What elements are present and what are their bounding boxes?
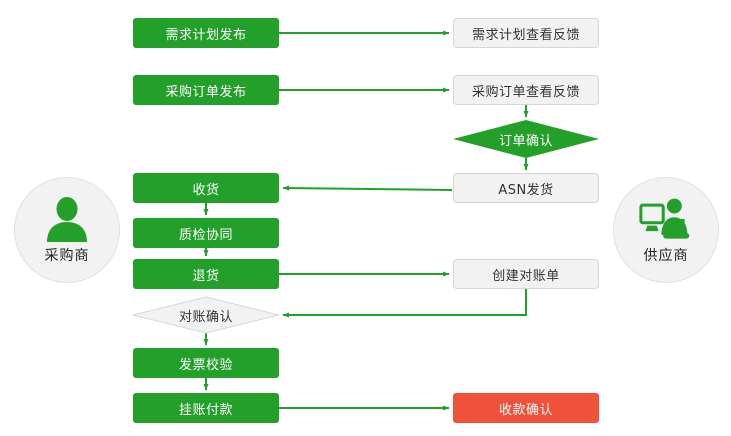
node-qc-collab[interactable]: 质检协同 (133, 218, 279, 248)
order-confirm-diamond[interactable] (453, 120, 599, 158)
node-invoice-check[interactable]: 发票校验 (133, 348, 279, 378)
node-return-goods[interactable]: 退货 (133, 259, 279, 289)
node-demand-plan-publish[interactable]: 需求计划发布 (133, 18, 279, 48)
node-create-statement[interactable]: 创建对账单 (453, 259, 599, 289)
node-demand-plan-feedback[interactable]: 需求计划查看反馈 (453, 18, 599, 48)
person-with-computer-icon (639, 198, 690, 239)
node-po-feedback[interactable]: 采购订单查看反馈 (453, 75, 599, 105)
node-asn-ship[interactable]: ASN发货 (453, 173, 599, 203)
actor-buyer-label: 采购商 (44, 247, 90, 264)
node-receive-goods[interactable]: 收货 (133, 173, 279, 203)
node-receipt-confirm[interactable]: 收款确认 (453, 393, 599, 423)
node-payable-payment[interactable]: 挂账付款 (133, 393, 279, 423)
person-icon (47, 196, 87, 242)
connector-asn-to-receive-goods (282, 185, 453, 191)
connector-create-statement-to-statement-confirm (282, 289, 527, 318)
actor-supplier[interactable]: 供应商 (613, 177, 719, 283)
actor-supplier-label: 供应商 (643, 247, 689, 264)
node-po-publish[interactable]: 采购订单发布 (133, 75, 279, 105)
statement-confirm-diamond[interactable] (132, 296, 280, 334)
actor-buyer[interactable]: 采购商 (14, 177, 120, 283)
